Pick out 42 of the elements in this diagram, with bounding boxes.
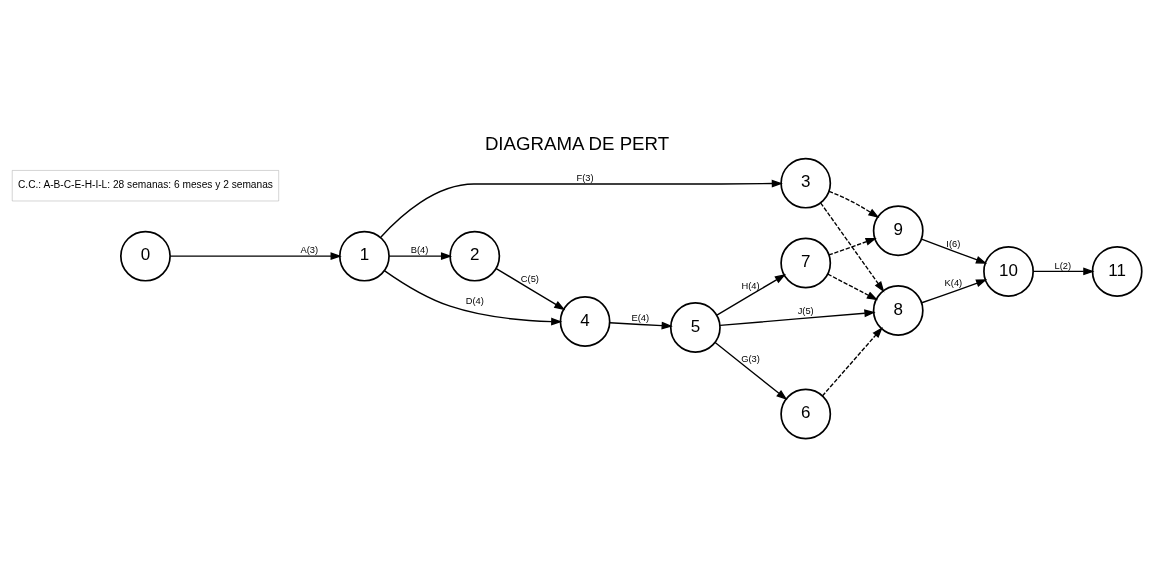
- arrow: [920, 237, 988, 264]
- arrow: [609, 321, 673, 330]
- node-circle: 1: [338, 230, 390, 282]
- edge-label: G(3): [741, 353, 760, 364]
- arrow: [714, 341, 788, 400]
- edge-label: I(6): [946, 238, 961, 249]
- arrow: [380, 179, 783, 238]
- arrow: [716, 273, 786, 316]
- edge-label: E(4): [631, 312, 650, 323]
- arrow: [1032, 267, 1095, 275]
- node-circle: 5: [669, 301, 721, 353]
- node-circle: 10: [983, 245, 1034, 297]
- diagram-title: DIAGRAMA DE PERT: [484, 132, 670, 154]
- node-circle: 3: [780, 157, 832, 209]
- arrow: [821, 326, 883, 396]
- arrow: [383, 269, 563, 325]
- edge-label: F(3): [576, 172, 594, 183]
- edge-label: B(4): [410, 244, 429, 255]
- node-circle: 9: [872, 204, 924, 256]
- node-box: C.C.: A-B-C-E-H-I-L: 28 semanas: 6 meses y 2 semanas: [12, 169, 279, 201]
- arrow: [820, 201, 885, 292]
- node-circle: 6: [780, 388, 832, 439]
- arrow: [388, 251, 453, 260]
- node-circle: 2: [449, 230, 501, 282]
- node-circle: 7: [780, 236, 832, 288]
- arrow: [828, 190, 880, 218]
- arrow: [827, 272, 879, 300]
- node-circle: 0: [120, 230, 171, 282]
- edge-label: J(5): [797, 305, 814, 316]
- node-circle: 4: [559, 295, 611, 347]
- edge-label: L(2): [1054, 260, 1072, 271]
- edge-label: K(4): [944, 277, 963, 288]
- arrow: [921, 278, 988, 303]
- arrow: [495, 267, 566, 310]
- edge-label: A(3): [300, 244, 319, 255]
- arrow: [828, 237, 877, 256]
- arrow: [719, 308, 876, 326]
- edge-label: H(4): [741, 280, 760, 291]
- edge-label: D(4): [465, 295, 484, 305]
- arrow: [169, 251, 342, 260]
- edge-label: C(5): [520, 273, 539, 284]
- node-circle: 11: [1091, 245, 1143, 297]
